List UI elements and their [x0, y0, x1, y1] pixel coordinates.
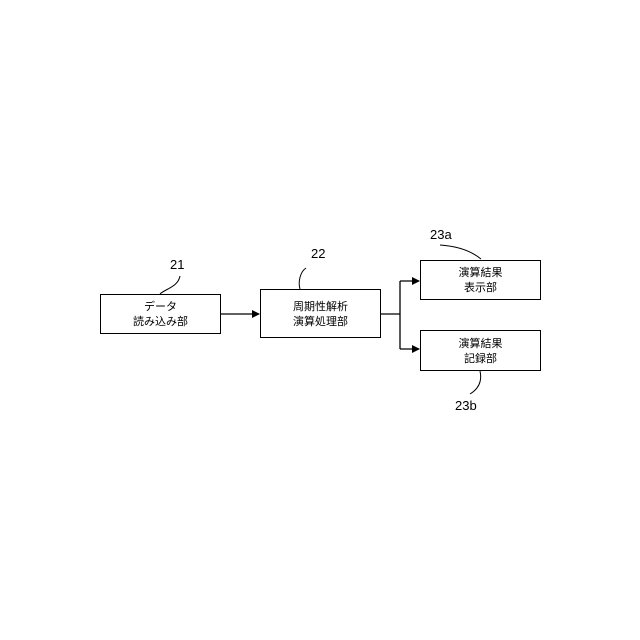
- data-reader-line2: 読み込み部: [133, 314, 188, 329]
- result-recorder-block: 演算結果 記録部: [420, 330, 541, 371]
- data-reader-line1: データ: [144, 299, 177, 314]
- ref-label-23a: 23a: [430, 227, 452, 242]
- result-display-block: 演算結果 表示部: [420, 260, 541, 300]
- leader-23a: [440, 245, 481, 259]
- leader-22: [299, 268, 306, 289]
- recorder-line1: 演算結果: [459, 336, 503, 351]
- ref-label-21: 21: [170, 257, 184, 272]
- display-line2: 表示部: [464, 280, 497, 295]
- data-reader-block: データ 読み込み部: [100, 294, 221, 334]
- display-line1: 演算結果: [459, 265, 503, 280]
- leader-23b: [470, 371, 481, 394]
- periodicity-line2: 演算処理部: [293, 314, 348, 329]
- recorder-line2: 記録部: [464, 351, 497, 366]
- ref-label-22: 22: [311, 246, 325, 261]
- ref-label-23b: 23b: [455, 398, 477, 413]
- leader-21: [160, 276, 180, 294]
- periodicity-analysis-block: 周期性解析 演算処理部: [260, 289, 381, 338]
- periodicity-line1: 周期性解析: [293, 299, 348, 314]
